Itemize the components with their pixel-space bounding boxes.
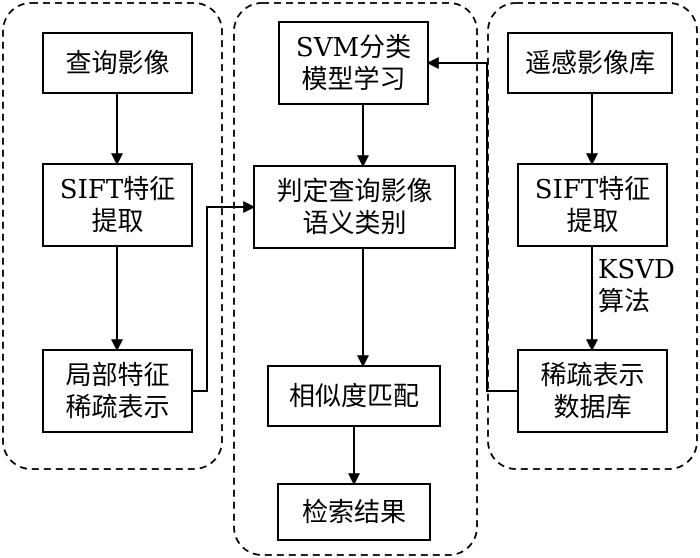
node-sift-right: SIFT特征提取 — [517, 163, 668, 247]
node-box — [277, 483, 431, 541]
node-label: SVM分类模型学习 — [296, 33, 411, 95]
node-label: 判定查询影像语义类别 — [276, 177, 432, 239]
query-group-container — [2, 2, 223, 470]
node-box — [507, 32, 673, 94]
node-label-line: 局部特征 — [65, 361, 169, 391]
edge-label-line: 算法 — [598, 287, 650, 317]
node-label: 稀疏表示数据库 — [540, 361, 644, 423]
node-box — [267, 365, 441, 427]
node-local-feature: 局部特征稀疏表示 — [42, 349, 193, 433]
node-result: 检索结果 — [277, 483, 431, 541]
node-label: 查询影像 — [65, 49, 169, 79]
node-label-line: 提取 — [91, 207, 143, 237]
node-label-line: 稀疏表示 — [540, 361, 644, 391]
node-query-image: 查询影像 — [42, 32, 193, 94]
node-label: 检索结果 — [302, 498, 406, 528]
node-sparse-db: 稀疏表示数据库 — [517, 349, 668, 433]
node-label: SIFT特征提取 — [535, 175, 650, 237]
nodes-layer: 查询影像SIFT特征提取局部特征稀疏表示SVM分类模型学习判定查询影像语义类别相… — [42, 21, 673, 541]
node-label-line: 稀疏表示 — [65, 393, 169, 423]
node-box — [42, 349, 193, 433]
arrow-sparse-db-to-svm-learning — [426, 57, 518, 392]
edge-label-line: KSVD — [598, 255, 675, 285]
node-label: 遥感影像库 — [525, 49, 655, 79]
node-box — [42, 163, 193, 247]
node-box — [278, 21, 429, 105]
center-group-container — [233, 2, 478, 556]
node-label-line: 提取 — [566, 207, 618, 237]
node-sift-left: SIFT特征提取 — [42, 163, 193, 247]
node-box — [517, 349, 668, 433]
node-label-line: 判定查询影像 — [276, 177, 432, 207]
node-remote-library: 遥感影像库 — [507, 32, 673, 94]
node-label-line: 模型学习 — [301, 65, 405, 95]
node-label-line: SVM分类 — [296, 33, 411, 63]
node-semantic-class: 判定查询影像语义类别 — [253, 165, 456, 249]
node-box — [517, 163, 668, 247]
node-label-line: 语义类别 — [302, 209, 406, 239]
node-box — [253, 165, 456, 249]
node-label-line: 遥感影像库 — [525, 49, 655, 79]
node-label: 局部特征稀疏表示 — [65, 361, 169, 423]
node-box — [42, 32, 193, 94]
node-label-line: 查询影像 — [65, 49, 169, 79]
arrow-local-feature-to-semantic-class — [192, 201, 256, 392]
node-svm-learning: SVM分类模型学习 — [278, 21, 429, 105]
node-label-line: 相似度匹配 — [289, 382, 419, 412]
node-label: SIFT特征提取 — [60, 175, 175, 237]
node-label-line: SIFT特征 — [60, 175, 175, 205]
library-group-container — [487, 2, 698, 470]
node-similarity: 相似度匹配 — [267, 365, 441, 427]
node-label-line: 数据库 — [553, 393, 631, 423]
node-label-line: 检索结果 — [302, 498, 406, 528]
node-label-line: SIFT特征 — [535, 175, 650, 205]
node-label: 相似度匹配 — [289, 382, 419, 412]
